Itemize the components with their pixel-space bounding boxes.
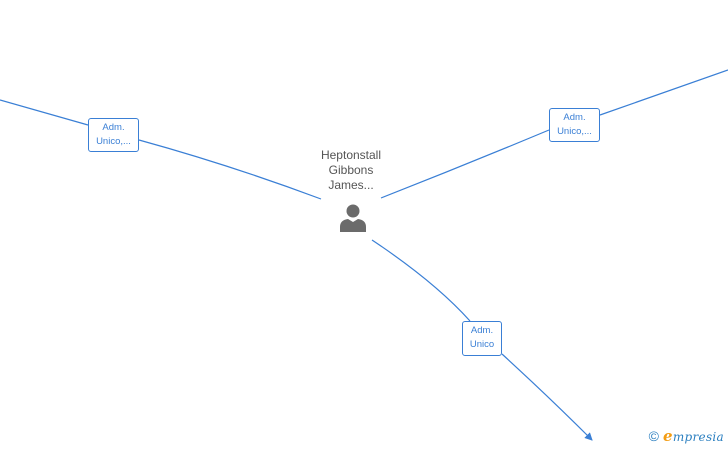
relation-box-left[interactable]: Adm. Unico,... (88, 118, 139, 152)
relation-label-line: Adm. (470, 325, 494, 336)
edge-down-inner (371, 239, 471, 322)
edge-right-outer (599, 69, 728, 116)
relation-label-line: Unico,... (96, 136, 131, 147)
relation-label-line: Unico,... (557, 126, 592, 137)
relation-label-line: Adm. (563, 112, 586, 123)
person-name[interactable]: Heptonstall Gibbons James... (301, 148, 401, 193)
brand-rest: mpresia (672, 430, 724, 444)
person-name-line: James... (328, 178, 374, 192)
edge-left-inner (138, 139, 322, 200)
brand-initial: e (663, 427, 673, 445)
edge-right-inner (380, 129, 550, 199)
relation-box-right[interactable]: Adm. Unico,... (549, 108, 600, 142)
person-name-line: Gibbons (328, 163, 374, 177)
relation-box-down[interactable]: Adm. Unico (462, 321, 502, 356)
relation-label-line: Adm. (102, 122, 125, 133)
edge-left-outer (0, 99, 89, 126)
empresia-watermark: © empresia (649, 427, 724, 445)
copyright-icon: © (648, 428, 659, 444)
brand-logo: empresia (663, 427, 724, 445)
person-icon[interactable] (337, 202, 369, 234)
relation-label-line: Unico (469, 339, 495, 350)
person-name-line: Heptonstall (320, 148, 382, 162)
edge-down-outer (501, 353, 593, 441)
